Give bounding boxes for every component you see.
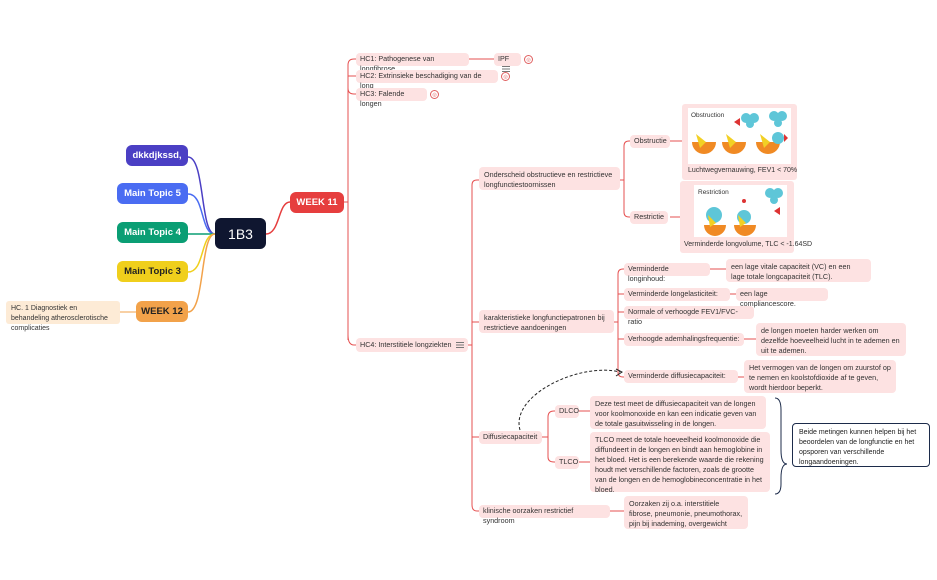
hc3-label: HC3: Falende longen — [360, 89, 405, 108]
dlco-node[interactable]: DLCO — [555, 405, 579, 418]
hc2-label: HC2: Extrinsieke beschadiging van de lon… — [360, 71, 482, 90]
longelasticiteit-detail[interactable]: een lage compliancescore. — [736, 288, 828, 308]
topic-main-topic-5[interactable]: Main Topic 5 — [117, 183, 188, 204]
longelasticiteit-node[interactable]: Verminderde longelasticiteit: — [624, 288, 730, 301]
collapse-count-icon[interactable]: ◎ — [430, 90, 439, 99]
collapse-count-icon[interactable]: ◎ — [524, 55, 533, 64]
collapse-count-icon[interactable]: ◎ — [501, 72, 510, 81]
onderscheid-node[interactable]: Onderscheid obstructieve en restrictieve… — [479, 167, 620, 190]
topic-dkkdjkssd[interactable]: dkkdjkssd, — [126, 145, 188, 166]
hc4-label: HC4: Interstitiele longziekten — [360, 340, 452, 349]
obstructie-node[interactable]: Obstructie — [630, 135, 670, 148]
topic-main-topic-3[interactable]: Main Topic 3 — [117, 261, 188, 282]
week12-subtopic[interactable]: HC. 1 Diagnostiek en behandeling atheros… — [6, 301, 120, 332]
restriction-diagram: Restriction — [694, 185, 787, 237]
hc2-node[interactable]: HC2: Extrinsieke beschadiging van de lon… — [356, 70, 498, 90]
diffusiecapaciteit-detail[interactable]: Het vermogen van de longen om zuurstof o… — [744, 360, 896, 393]
longinhoud-node[interactable]: Verminderde longinhoud: — [624, 263, 710, 283]
ademhalingsfrequentie-detail[interactable]: de longen moeten harder werken om dezelf… — [756, 323, 906, 356]
note-icon[interactable] — [455, 342, 464, 349]
obstruction-diagram: Obstruction — [688, 108, 791, 164]
hc4-node[interactable]: HC4: Interstitiele longziekten — [356, 338, 468, 352]
karakteristieke-node[interactable]: karakteristieke longfunctiepatronen bij … — [479, 310, 614, 333]
ipf-node[interactable]: IPF — [494, 53, 521, 73]
diffusie-node[interactable]: Diffusiecapaciteit — [479, 431, 542, 444]
ademhalingsfrequentie-node[interactable]: Verhoogde ademhalingsfrequentie: — [624, 333, 744, 346]
hc3-node[interactable]: HC3: Falende longen — [356, 88, 427, 108]
lung-diagram-icon — [692, 111, 788, 154]
summary-callout[interactable]: Beide metingen kunnen helpen bij het beo… — [792, 423, 930, 467]
restriction-image-card[interactable]: Restriction Verminderde longvolume, TLC … — [680, 181, 812, 253]
fev1-fvc-node[interactable]: Normale of verhoogde FEV1/FVC-ratio — [624, 306, 754, 326]
tlco-detail[interactable]: TLCO meet de totale hoeveelheid koolmono… — [590, 432, 770, 494]
obstruction-caption: Luchtwegvernauwing, FEV1 < 70% — [688, 167, 798, 174]
topic-main-topic-4[interactable]: Main Topic 4 — [117, 222, 188, 243]
longinhoud-detail[interactable]: een lage vitale capaciteit (VC) en een l… — [726, 259, 871, 282]
obstruction-image-card[interactable]: Obstruction Luchtwegvernauwing, FEV1 < 7… — [682, 104, 797, 180]
dlco-detail[interactable]: Deze test meet de diffusiecapaciteit van… — [590, 396, 766, 429]
topic-week-11[interactable]: WEEK 11 — [290, 192, 344, 213]
hc1-label: HC1: Pathogenese van longfibrose — [360, 54, 435, 73]
topic-week-12[interactable]: WEEK 12 — [136, 301, 188, 322]
lung-diagram-icon — [704, 188, 783, 236]
hc1-node[interactable]: HC1: Pathogenese van longfibrose — [356, 53, 469, 73]
klinische-node[interactable]: klinische oorzaken restrictief syndroom — [479, 505, 610, 525]
restriction-caption: Verminderde longvolume, TLC < -1.64SD — [684, 241, 813, 248]
klinische-detail[interactable]: Oorzaken zij o.a. interstitiele fibrose,… — [624, 496, 748, 529]
diffusiecapaciteit-node[interactable]: Verminderde diffusiecapaciteit: — [624, 370, 738, 383]
note-icon[interactable] — [502, 66, 510, 73]
tlco-node[interactable]: TLCO — [555, 456, 579, 469]
ipf-label: IPF — [498, 54, 510, 63]
central-topic[interactable]: 1B3 — [215, 218, 266, 249]
obstruction-title: Obstruction — [691, 112, 725, 119]
restrictie-node[interactable]: Restrictie — [630, 211, 668, 224]
restriction-title: Restriction — [698, 189, 729, 196]
